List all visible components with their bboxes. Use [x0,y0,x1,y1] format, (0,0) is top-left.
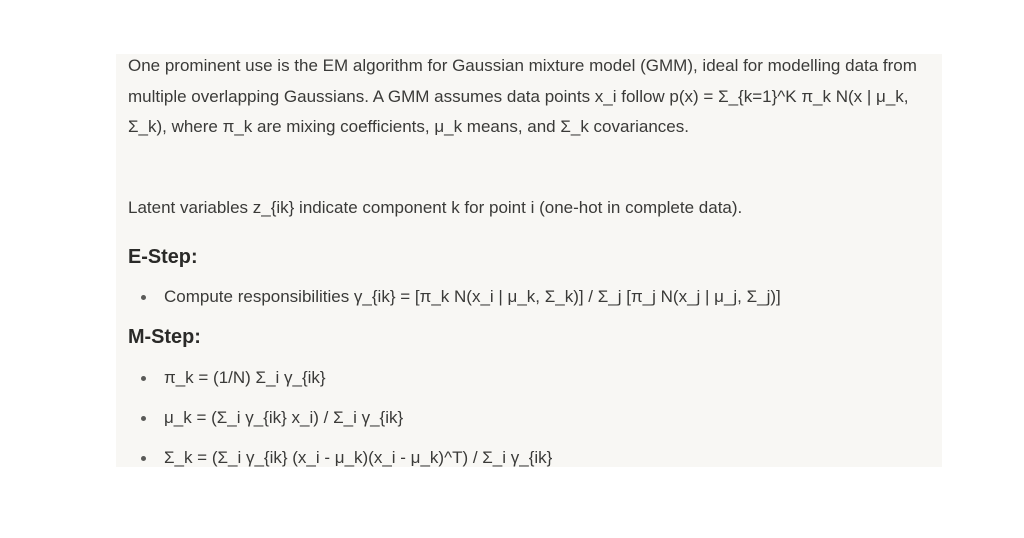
intro-paragraph: One prominent use is the EM algorithm fo… [128,56,917,136]
bullet-icon [141,416,146,421]
bullet-icon [141,295,146,300]
bullet-icon [141,376,146,381]
list-item-text: μ_k = (Σ_i γ_{ik} x_i) / Σ_i γ_{ik} [164,408,404,427]
latent-variables-paragraph: Latent variables z_{ik} indicate compone… [128,198,743,217]
list-item-text: Σ_k = (Σ_i γ_{ik} (x_i - μ_k)(x_i - μ_k)… [164,448,553,467]
content-panel: One prominent use is the EM algorithm fo… [116,54,942,467]
bullet-icon [141,456,146,461]
list-item-text: π_k = (1/N) Σ_i γ_{ik} [164,368,326,387]
m-step-heading: M-Step: [128,326,201,348]
e-step-heading: E-Step: [128,246,198,268]
list-item-text: Compute responsibilities γ_{ik} = [π_k N… [164,287,781,306]
